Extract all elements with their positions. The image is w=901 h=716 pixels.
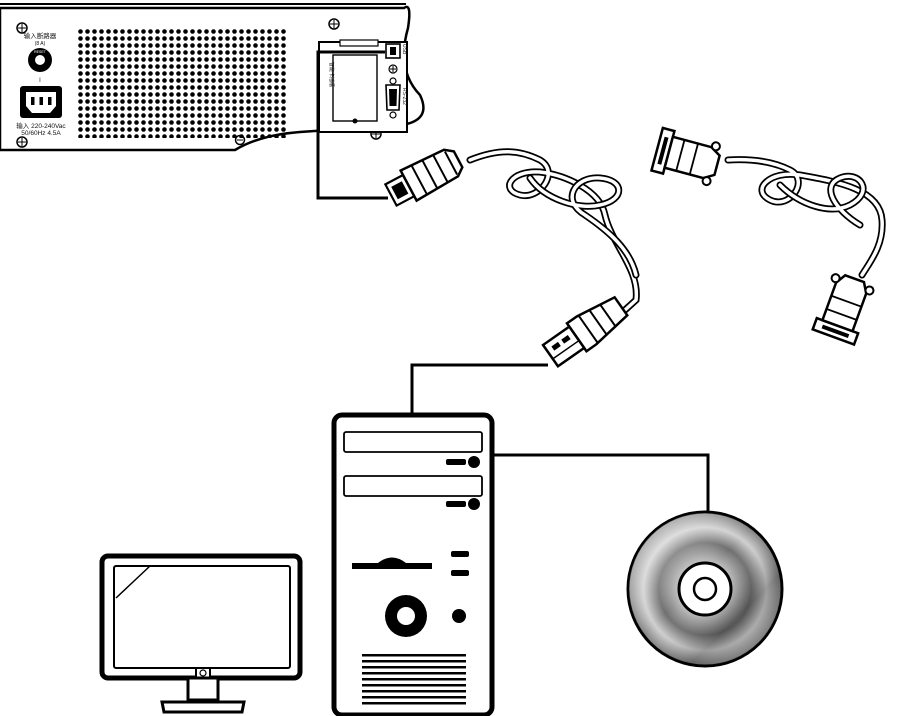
rs232-port[interactable] [385,77,401,119]
breaker-mark: I [39,78,41,84]
ac-inlet-icon [20,86,62,118]
panel-screw [328,18,340,30]
disc-hole [692,576,718,602]
db9-connector-top [649,126,722,187]
circuit-breaker-icon: RESET [28,48,52,72]
usb-port-label: USB [401,44,407,55]
input-rating-line2: 50/60Hz 4.5A [21,130,61,137]
monitor-neck [186,676,220,702]
input-rating-line1: 输入 220-240Vac [16,121,66,130]
drive-button-1 [468,456,480,468]
drive-bay-1 [343,431,483,453]
breaker-marking: RESET [34,50,47,54]
vent-grille [76,28,286,138]
card-slot-label: 智能卡插槽 [328,62,335,87]
tower-vent [362,654,466,705]
drive-button-2 [468,498,480,510]
ups-rear-panel-icon: 输入断路器 (8 A) RESET I 输入 220-240Vac 50/60H… [0,3,425,152]
monitor-base [160,700,246,714]
monitor-icon [99,553,303,714]
input-breaker-label: 输入断路器 [24,31,57,40]
db9-serial-cable-icon [649,126,886,347]
rs232-port-label: RS-232 [401,88,407,105]
panel-screw [16,22,28,34]
usb-b-plug [383,148,464,208]
usb-port-callout-line [316,50,388,200]
panel-screw [16,136,28,148]
usb-a-plug [541,295,629,369]
usb-port[interactable] [385,43,401,59]
reset-button [452,609,466,623]
drive-bay-2 [343,475,483,497]
input-breaker-sub: (8 A) [35,41,46,47]
floppy-slot [352,557,432,569]
cd-disc-icon [626,510,784,668]
usb-to-pc-line [410,363,548,415]
usb-cable-icon [383,148,640,369]
ground-screw [388,64,398,74]
desktop-tower-icon [331,412,495,716]
db9-connector-bottom [811,273,875,347]
monitor-screen [113,565,291,669]
